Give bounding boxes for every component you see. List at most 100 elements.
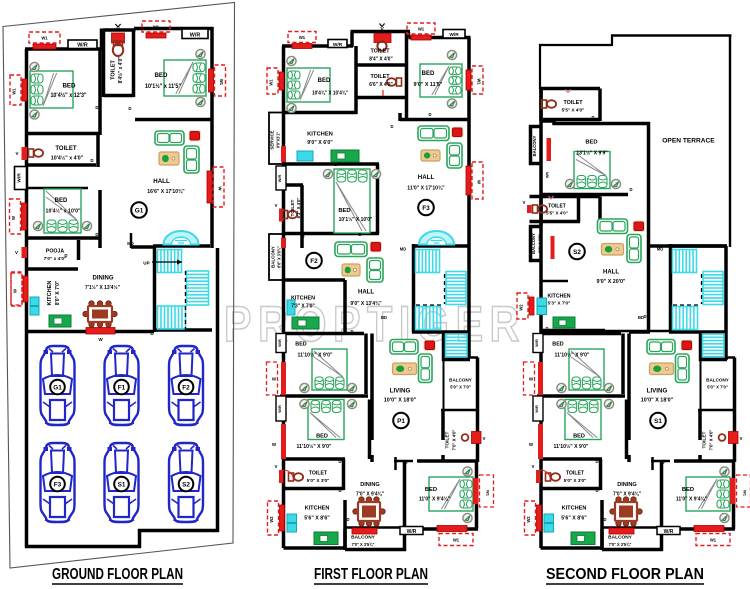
svg-text:10'4½" x 4'0": 10'4½" x 4'0": [51, 155, 84, 162]
svg-text:TOILET: TOILET: [702, 431, 708, 448]
svg-text:G1: G1: [135, 207, 144, 214]
svg-text:D: D: [390, 124, 393, 129]
svg-text:W/R: W/R: [277, 405, 282, 413]
svg-text:KITCHEN: KITCHEN: [291, 296, 315, 302]
svg-text:KITCHEN: KITCHEN: [562, 506, 587, 512]
svg-text:D: D: [603, 329, 606, 334]
svg-text:9'0" X 20'0": 9'0" X 20'0": [597, 279, 626, 285]
svg-text:MD: MD: [127, 241, 134, 246]
svg-text:BD: BD: [381, 315, 387, 320]
svg-text:10'0" X 18'0": 10'0" X 18'0": [641, 398, 674, 404]
svg-text:W: W: [477, 180, 482, 184]
svg-text:FIRST FLOOR PLAN: FIRST FLOOR PLAN: [314, 566, 428, 583]
svg-text:7'0" x 4'0": 7'0" x 4'0": [44, 256, 67, 262]
svg-text:BED: BED: [552, 342, 563, 348]
svg-text:8'0" X 3'6¾": 8'0" X 3'6¾": [277, 246, 282, 268]
svg-text:WR: WR: [546, 172, 550, 179]
svg-text:V: V: [523, 200, 526, 205]
svg-text:W2: W2: [269, 516, 274, 523]
svg-text:W1: W1: [219, 79, 224, 86]
svg-text:6'3" X 4'0": 6'3" X 4'0": [296, 198, 301, 219]
svg-text:BALCONY: BALCONY: [531, 233, 536, 254]
svg-text:S1: S1: [654, 418, 662, 425]
svg-text:11'10½" X 9'0": 11'10½" X 9'0": [298, 352, 333, 359]
svg-text:W/R: W/R: [77, 43, 88, 49]
svg-text:D: D: [607, 329, 610, 334]
svg-text:F2: F2: [182, 384, 190, 391]
svg-text:W1: W1: [418, 26, 425, 31]
svg-text:W2: W2: [526, 516, 531, 523]
svg-text:BALCONY: BALCONY: [271, 246, 276, 268]
svg-text:10'0" X 18'0": 10'0" X 18'0": [384, 398, 417, 404]
svg-text:TOILET: TOILET: [111, 60, 117, 80]
svg-text:W1: W1: [710, 538, 717, 543]
svg-text:7'0" X 9'4¾": 7'0" X 9'4¾": [613, 491, 641, 498]
svg-text:MD: MD: [657, 247, 664, 252]
svg-text:7'0" X 3'5¾": 7'0" X 3'5¾": [352, 542, 375, 547]
svg-text:D: D: [595, 459, 598, 464]
svg-text:W: W: [13, 289, 18, 293]
svg-text:W: W: [11, 216, 16, 220]
svg-text:10'4¾" X 10'4¾": 10'4¾" X 10'4¾": [312, 90, 348, 97]
svg-text:W/R: W/R: [190, 33, 201, 39]
svg-text:D: D: [629, 187, 632, 192]
svg-text:W1: W1: [269, 79, 274, 86]
svg-text:POOJA: POOJA: [46, 249, 64, 255]
svg-text:D: D: [95, 232, 98, 237]
svg-text:V: V: [380, 27, 384, 33]
svg-text:W/R: W/R: [17, 173, 23, 183]
svg-text:MD: MD: [400, 247, 407, 252]
svg-text:TOILET: TOILET: [290, 199, 296, 216]
svg-text:D: D: [95, 105, 98, 110]
svg-text:W/R: W/R: [277, 175, 282, 183]
svg-text:V: V: [275, 203, 278, 208]
svg-text:F3: F3: [422, 205, 430, 212]
svg-text:SECOND FLOOR PLAN: SECOND FLOOR PLAN: [546, 566, 704, 583]
svg-text:D: D: [150, 331, 153, 336]
svg-text:BED: BED: [318, 78, 331, 84]
svg-text:S1: S1: [118, 481, 126, 488]
svg-text:HALL: HALL: [603, 270, 619, 276]
svg-text:LIVING: LIVING: [647, 388, 668, 395]
svg-text:9'0" X 13'4¾": 9'0" X 13'4¾": [350, 300, 382, 307]
svg-text:W: W: [218, 187, 223, 191]
svg-text:W1: W1: [41, 35, 48, 40]
svg-text:11'10½" X 9'0": 11'10½" X 9'0": [297, 443, 332, 450]
svg-text:D: D: [354, 103, 357, 108]
svg-text:D: D: [90, 158, 93, 163]
svg-text:BED: BED: [55, 198, 68, 204]
svg-text:11'10½" X 9'0": 11'10½" X 9'0": [554, 443, 589, 450]
svg-text:W1: W1: [486, 490, 491, 497]
svg-text:W: W: [272, 442, 277, 447]
svg-text:W/R: W/R: [534, 405, 539, 413]
svg-text:DINING: DINING: [93, 276, 114, 282]
svg-text:11'10½" X 9'0": 11'10½" X 9'0": [555, 352, 590, 359]
svg-text:11'0" X 9'4¾": 11'0" X 9'4¾": [419, 496, 451, 503]
svg-text:D: D: [603, 517, 606, 522]
svg-text:D: D: [358, 232, 361, 237]
svg-text:HALL: HALL: [153, 178, 170, 185]
svg-text:7'3" X 7'0": 7'3" X 7'0": [291, 304, 315, 310]
svg-text:HALL: HALL: [358, 290, 374, 296]
svg-text:P1: P1: [397, 418, 405, 425]
svg-text:D: D: [334, 162, 337, 167]
svg-text:13'1½" X 9'9": 13'1½" X 9'9": [576, 150, 608, 157]
svg-text:8'0" X 3'5": 8'0" X 3'5": [538, 136, 543, 155]
svg-text:KITCHEN: KITCHEN: [305, 506, 330, 512]
svg-text:BED: BED: [422, 71, 435, 77]
svg-text:KITCHEN: KITCHEN: [547, 294, 570, 300]
svg-text:D: D: [643, 314, 646, 319]
svg-text:V: V: [532, 464, 535, 469]
svg-text:W2: W2: [519, 304, 524, 311]
svg-text:V: V: [275, 464, 278, 469]
svg-text:TOILET: TOILET: [370, 49, 390, 55]
svg-text:BED: BED: [154, 72, 168, 79]
svg-text:7'0" X 4'0": 7'0" X 4'0": [709, 430, 714, 451]
svg-text:W/R: W/R: [534, 339, 539, 347]
svg-text:TOILET: TOILET: [563, 100, 583, 106]
svg-text:DINING: DINING: [617, 482, 637, 488]
svg-text:S2: S2: [573, 249, 581, 256]
svg-text:S2: S2: [182, 481, 190, 488]
svg-text:W: W: [98, 337, 103, 342]
svg-text:V: V: [116, 28, 120, 34]
